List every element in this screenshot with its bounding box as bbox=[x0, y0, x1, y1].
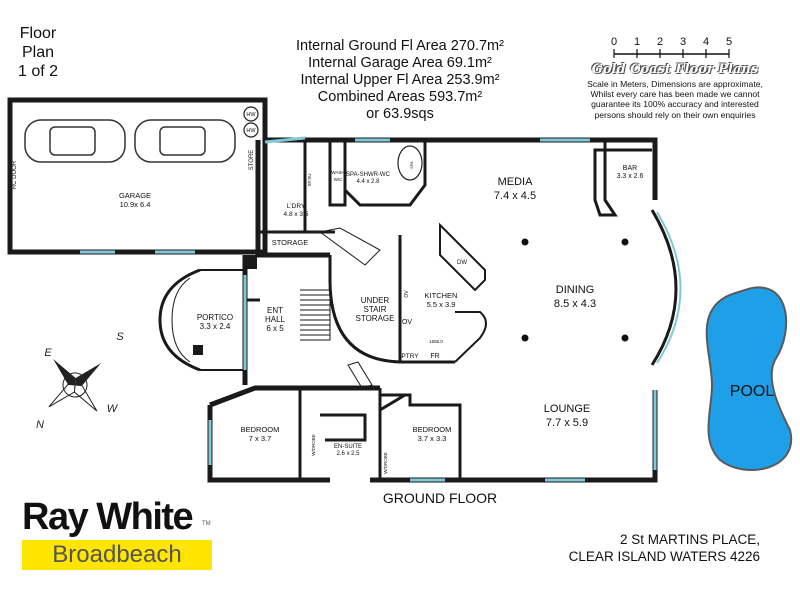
agency-logo-bar bbox=[22, 540, 212, 570]
ensuite-size: 2.6 x 2.5 bbox=[336, 451, 360, 457]
bedroom2-size: 3.7 x 3.3 bbox=[418, 434, 447, 443]
area-combined: Combined Areas 593.7m² bbox=[317, 89, 483, 105]
address: 2 St MARTINS PLACE, CLEAR ISLAND WATERS … bbox=[540, 531, 760, 565]
bar-size: 3.3 x 2.6 bbox=[617, 173, 644, 180]
laundry-wall bbox=[255, 140, 330, 258]
bedroom1-label: BEDROOM bbox=[241, 425, 280, 434]
scale-tick-1: 1 bbox=[633, 36, 641, 48]
kitchen-label: KITCHEN bbox=[425, 291, 458, 300]
hw-label: HW bbox=[246, 112, 256, 118]
rc-door-label: RC DOOR bbox=[12, 160, 18, 189]
plan-title-line2: Plan bbox=[21, 44, 55, 61]
address-line2: CLEAR ISLAND WATERS 4226 bbox=[568, 549, 760, 564]
disclaimer-line: Scale in Meters, Dimensions are approxim… bbox=[587, 79, 763, 89]
compass-rose bbox=[48, 358, 102, 412]
kitchen-island bbox=[439, 222, 486, 292]
floor-label: GROUND FLOOR bbox=[382, 490, 498, 506]
ensuite-label: EN-SUITE bbox=[334, 444, 362, 450]
disclaimer-line: Whilst every care has been made we canno… bbox=[590, 89, 760, 100]
portico-size: 3.3 x 2.4 bbox=[200, 322, 231, 331]
compass-s: S bbox=[116, 331, 124, 343]
storage-label: STORAGE bbox=[272, 238, 309, 247]
plan-title: Floor Plan 1 of 2 bbox=[8, 24, 68, 81]
kitchen-bench bbox=[454, 311, 487, 363]
garage-label: GARAGE bbox=[119, 191, 151, 200]
spa-tub-label: SPA bbox=[409, 161, 414, 169]
media-label: MEDIA bbox=[498, 176, 534, 188]
lounge-label: LOUNGE bbox=[544, 403, 590, 415]
trademark-mark: TM bbox=[202, 521, 211, 527]
pool-shape bbox=[705, 286, 793, 471]
garage-cars bbox=[24, 119, 236, 163]
spa-dims-label: SP.SU bbox=[307, 174, 312, 187]
laundry-size: 4.8 x 3.5 bbox=[284, 211, 309, 218]
oven-label: OV bbox=[402, 319, 412, 326]
under-stair-label-2: STAIR bbox=[364, 305, 387, 314]
dishwasher-label: DW bbox=[457, 260, 467, 266]
garage-walls bbox=[7, 97, 268, 255]
laundry-label: L'DRY bbox=[287, 203, 306, 210]
media-top-wall bbox=[265, 137, 658, 200]
bar-label: BAR bbox=[623, 165, 637, 172]
media-size: 7.4 x 4.5 bbox=[494, 190, 536, 202]
compass-w: W bbox=[107, 403, 119, 415]
dining-size: 8.5 x 4.3 bbox=[554, 298, 596, 310]
ent-hall-label-2: HALL bbox=[265, 315, 286, 324]
wash-label: WASH bbox=[331, 170, 344, 175]
hw-label: HW bbox=[246, 128, 256, 134]
ent-hall-size: 6 x 5 bbox=[266, 324, 284, 333]
area-ground: Internal Ground Fl Area 270.7m² bbox=[296, 38, 504, 54]
spa-label: SPA-SHWR-WC bbox=[346, 172, 391, 178]
scale-tick-2: 2 bbox=[656, 36, 664, 48]
under-stair-label: UNDER bbox=[361, 296, 390, 305]
pool-label: POOL bbox=[729, 383, 775, 400]
scale-tick-5: 5 bbox=[725, 36, 733, 48]
garage-size: 10.9x 6.4 bbox=[120, 200, 151, 209]
area-squares: or 63.9sqs bbox=[366, 106, 434, 122]
scale-bar bbox=[613, 49, 730, 58]
ent-hall-label: ENT bbox=[267, 306, 283, 315]
agency-office: Broadbeach bbox=[52, 541, 182, 568]
area-garage: Internal Garage Area 69.1m² bbox=[308, 55, 492, 71]
bedroom2-label: BEDROOM bbox=[413, 425, 452, 434]
oven-label: OV bbox=[404, 290, 410, 298]
plan-title-line3: 1 of 2 bbox=[17, 63, 59, 80]
disclaimer: Scale in Meters, Dimensions are approxim… bbox=[585, 79, 765, 120]
drafter-brand: Gold Coast Floor Plans bbox=[591, 62, 759, 77]
wardrobe-label: W/DROBE bbox=[311, 434, 316, 456]
scale-tick-4: 4 bbox=[702, 36, 710, 48]
under-stair-label-3: STORAGE bbox=[356, 314, 395, 323]
scale-tick-0: 0 bbox=[610, 36, 618, 48]
portico-arc bbox=[158, 268, 201, 372]
kitchen-dims-label: 1656.0 bbox=[429, 339, 443, 344]
spa-size: 4.4 x 2.8 bbox=[356, 179, 380, 185]
portico-label: PORTICO bbox=[197, 313, 233, 322]
bedroom1-size: 7 x 3.7 bbox=[249, 434, 272, 443]
staircase bbox=[300, 227, 381, 389]
fridge-label: FR bbox=[430, 353, 439, 360]
store-label: STORE bbox=[249, 150, 255, 171]
pantry-label: PTRY bbox=[401, 353, 419, 360]
lounge-size: 7.7 x 5.9 bbox=[546, 417, 588, 429]
agency-logo-name: Ray White bbox=[22, 496, 194, 538]
area-summary: Internal Ground Fl Area 270.7m² Internal… bbox=[280, 38, 520, 123]
disclaimer-line: guarantee its 100% accuracy and interest… bbox=[591, 99, 759, 110]
wc-label: W/C bbox=[334, 177, 343, 182]
plan-title-line1: Floor bbox=[19, 25, 57, 42]
scale-tick-3: 3 bbox=[679, 36, 687, 48]
wardrobe-label: W/DROBE bbox=[383, 452, 388, 474]
scale-bar-numbers: 0 1 2 3 4 5 bbox=[610, 36, 750, 48]
address-line1: 2 St MARTINS PLACE, bbox=[619, 532, 760, 547]
disclaimer-line: persons should rely on their own enquiri… bbox=[594, 109, 756, 120]
dining-label: DINING bbox=[556, 284, 595, 296]
compass-n: N bbox=[36, 419, 44, 431]
compass-e: E bbox=[44, 347, 52, 359]
area-upper: Internal Upper Fl Area 253.9m² bbox=[300, 72, 500, 88]
kitchen-size: 5.5 x 3.9 bbox=[427, 300, 456, 309]
